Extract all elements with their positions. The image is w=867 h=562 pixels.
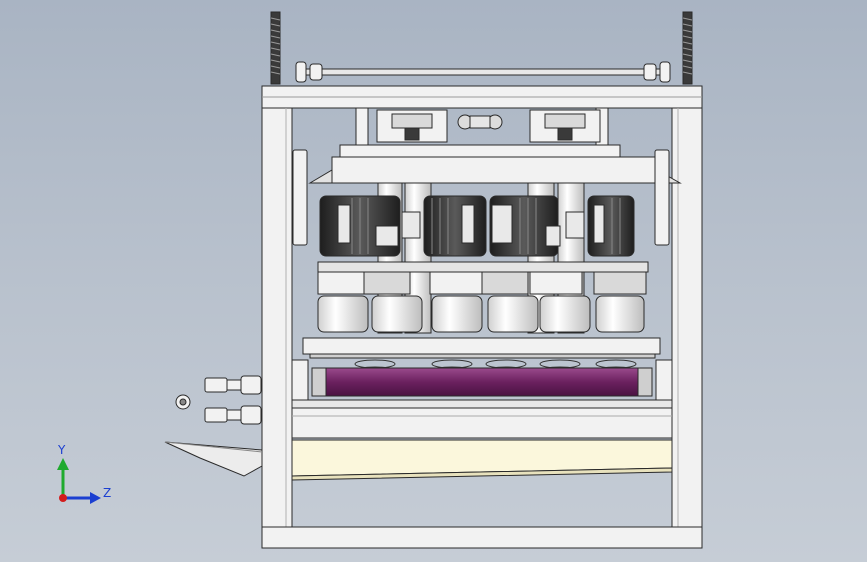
spindle-housings xyxy=(317,295,645,333)
machine-model[interactable] xyxy=(164,11,703,549)
motor-group xyxy=(319,195,635,257)
motor-4 xyxy=(587,195,635,257)
y-axis-label: Y xyxy=(57,443,66,457)
feed-roller xyxy=(311,367,653,397)
roller-side-plate-right xyxy=(655,359,673,403)
threaded-rod-right xyxy=(682,11,693,85)
threaded-rod-left xyxy=(270,11,281,85)
hose-fittings xyxy=(175,375,262,425)
motor-mount-plate xyxy=(339,144,621,158)
roller-side-plate-left xyxy=(291,359,309,403)
bottom-frame xyxy=(261,526,703,549)
side-flange-right xyxy=(654,149,670,246)
spindle-base-plate xyxy=(302,337,661,355)
bearing-bracket-right xyxy=(487,107,609,147)
motor-3 xyxy=(489,195,585,257)
conveyor-rail xyxy=(291,399,673,409)
y-arrow-head xyxy=(57,458,69,470)
side-flange-left xyxy=(292,149,308,246)
bearing-bracket-left xyxy=(355,107,473,147)
coupling-row xyxy=(317,261,649,295)
motor-2 xyxy=(423,195,487,257)
coordinate-triad: Y Z xyxy=(57,443,111,504)
z-axis-label: Z xyxy=(103,486,111,500)
output-tray xyxy=(291,439,673,481)
motor-carriage xyxy=(331,156,658,184)
triad-origin xyxy=(59,494,67,502)
top-tension-shaft xyxy=(295,61,671,83)
left-column xyxy=(261,107,293,549)
left-chute xyxy=(164,441,263,477)
right-column xyxy=(671,107,703,549)
z-arrow-head xyxy=(90,492,101,504)
